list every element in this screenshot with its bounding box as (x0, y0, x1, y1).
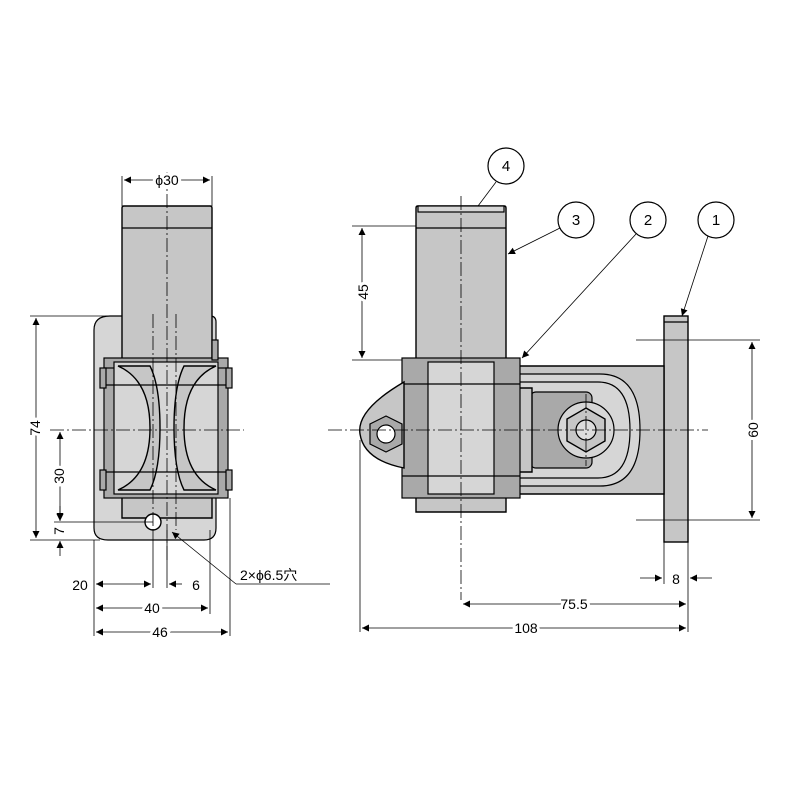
front-saddle (117, 365, 161, 491)
front-dimensions: ϕ30 74 30 7 20 6 40 46 2×ϕ6.5穴 (24, 169, 330, 643)
dim-hole-note: 2×ϕ6.5穴 (240, 567, 297, 583)
dim-width-20: 20 (72, 577, 88, 593)
dim-width-46: 46 (152, 624, 168, 640)
svg-text:4: 4 (502, 158, 510, 175)
callout-3: 3 (507, 201, 595, 255)
dim-width-108: 108 (514, 620, 538, 636)
callout-1: 1 (680, 201, 735, 317)
svg-text:1: 1 (712, 212, 720, 229)
svg-text:2: 2 (644, 212, 652, 229)
dim-width-40: 40 (144, 600, 160, 616)
dim-width-8: 8 (672, 571, 680, 587)
side-dimensions: 45 60 8 75.5 108 (352, 225, 764, 639)
dim-height-7: 7 (51, 527, 67, 535)
dim-diameter-30: ϕ30 (155, 172, 179, 188)
dim-height-30: 30 (51, 468, 67, 484)
dim-width-6: 6 (192, 577, 200, 593)
dim-height-74: 74 (27, 420, 43, 436)
callout-4: 4 (477, 147, 525, 207)
callouts: 4 3 2 1 (477, 147, 735, 359)
svg-text:3: 3 (572, 212, 580, 229)
dim-width-75-5: 75.5 (560, 596, 587, 612)
front-view (50, 172, 244, 560)
side-view (328, 196, 708, 600)
dim-height-60: 60 (745, 422, 761, 438)
callout-2: 2 (521, 201, 667, 359)
dim-height-45: 45 (355, 284, 371, 300)
base-plate (663, 315, 689, 543)
